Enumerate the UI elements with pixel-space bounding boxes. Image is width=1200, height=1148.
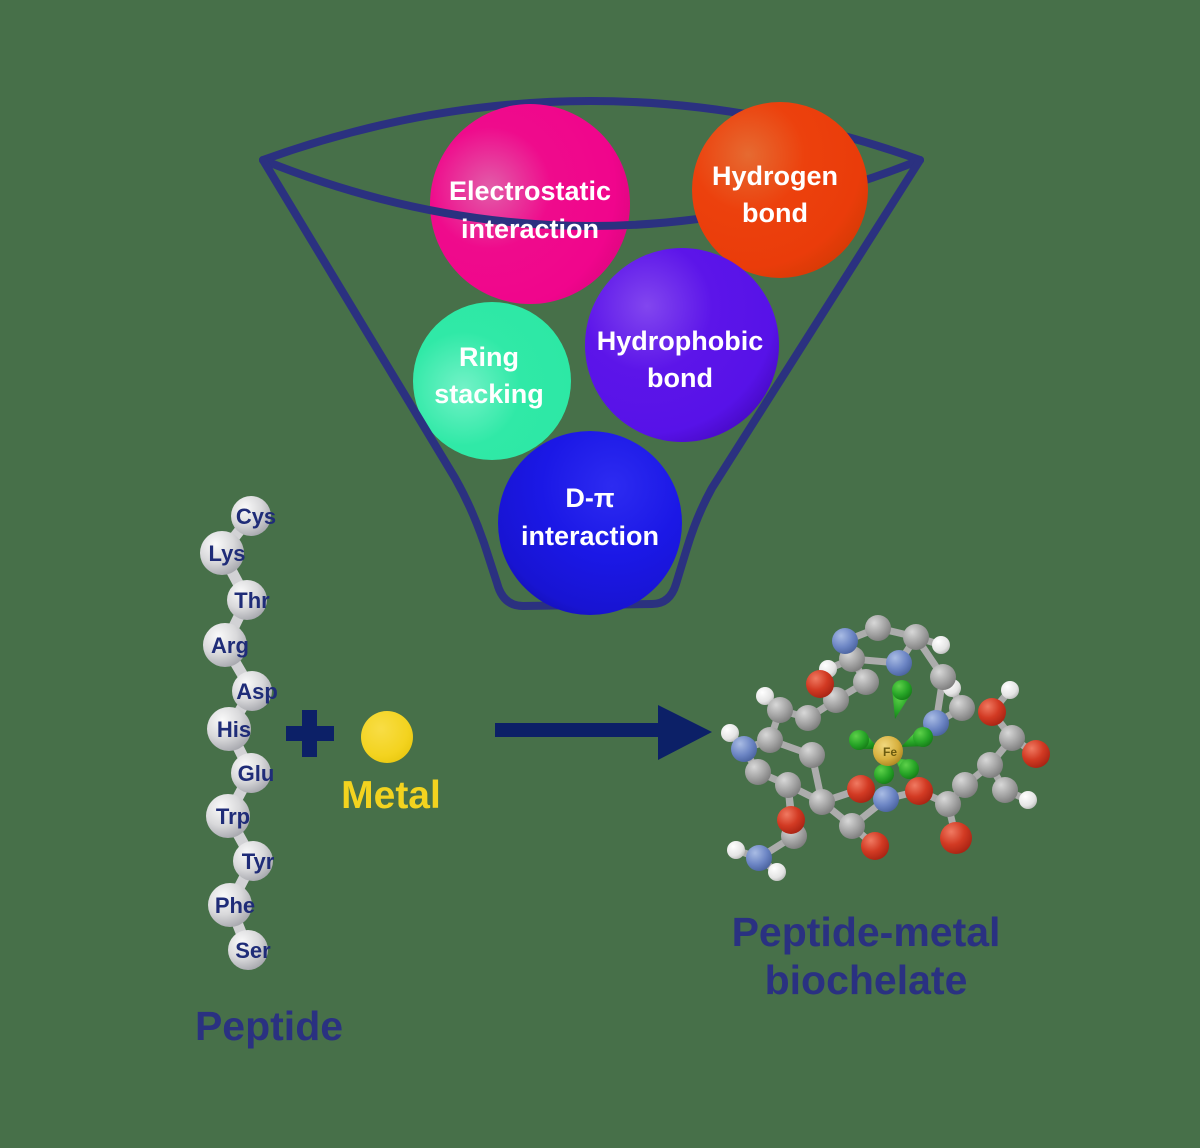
bubble-label: bond [647, 363, 713, 393]
bubble-label: bond [742, 198, 808, 228]
peptide-bead: Arg [203, 623, 249, 667]
bubble-label: interaction [461, 214, 599, 244]
peptide-bead: Glu [231, 753, 274, 793]
residue-label: Cys [236, 504, 276, 529]
bubble-label: Ring [459, 342, 519, 372]
residue-label: Thr [234, 588, 270, 613]
reaction-arrow [495, 705, 712, 760]
ring-stacking-bubble [413, 302, 571, 460]
metal-center-atom: Fe [873, 736, 903, 766]
bubble-hydrophobic-bond [585, 248, 779, 442]
residue-label: Ser [235, 938, 271, 963]
peptide-bead: Asp [232, 671, 278, 711]
bubble-d-pi-interaction [498, 431, 682, 615]
peptide-chain: Cys Lys Thr Arg Asp His Glu Trp Tyr Phe … [195, 496, 343, 1049]
metal-label: Metal [341, 774, 441, 817]
oxygen-atoms [777, 670, 1050, 860]
peptide-bead: Lys [200, 531, 246, 575]
residue-label: His [217, 717, 251, 742]
bubble-label: stacking [434, 379, 544, 409]
peptide-bead: Ser [228, 930, 271, 970]
peptide-bead: Trp [206, 794, 250, 838]
peptide-label: Peptide [195, 1003, 343, 1049]
bubble-label: D-π [565, 483, 614, 513]
bubble-label: Hydrophobic [597, 326, 764, 356]
product-label-line1: Peptide-metal [732, 909, 1001, 955]
residue-label: Phe [215, 893, 255, 918]
metal-atom-symbol: Fe [883, 745, 897, 759]
residue-label: Glu [238, 761, 275, 786]
electrostatic-bubble [430, 104, 630, 304]
product-label: Peptide-metal biochelate [732, 909, 1001, 1003]
bubble-label: Electrostatic [449, 176, 611, 206]
peptide-bead: Phe [208, 883, 255, 927]
residue-label: Asp [236, 679, 278, 704]
residue-label: Arg [211, 633, 249, 658]
plus-sign [286, 710, 334, 757]
hydrophobic-bond-bubble [585, 248, 779, 442]
hydrogen-bond-bubble [692, 102, 868, 278]
peptide-bead: Thr [227, 580, 270, 620]
peptide-bead: Tyr [233, 841, 275, 881]
funnel: Electrostatic interaction Hydrogen bond … [259, 97, 924, 615]
bubble-electrostatic-interaction [430, 104, 630, 304]
biochelate-molecule: Fe [721, 615, 1050, 881]
reaction-row: Metal [286, 705, 712, 817]
bubble-label: interaction [521, 521, 659, 551]
coordination-cones [849, 680, 933, 784]
bubble-ring-stacking [413, 302, 571, 460]
peptide-bead: Cys [231, 496, 276, 536]
bubble-hydrogen-bond [692, 102, 868, 278]
residue-label: Trp [216, 804, 250, 829]
d-pi-bubble [498, 431, 682, 615]
metal-ion [361, 711, 413, 763]
residue-label: Lys [208, 541, 245, 566]
residue-label: Tyr [242, 849, 275, 874]
product-label-line2: biochelate [765, 957, 968, 1003]
peptide-bead: His [207, 707, 251, 751]
bubble-label: Hydrogen [712, 161, 838, 191]
